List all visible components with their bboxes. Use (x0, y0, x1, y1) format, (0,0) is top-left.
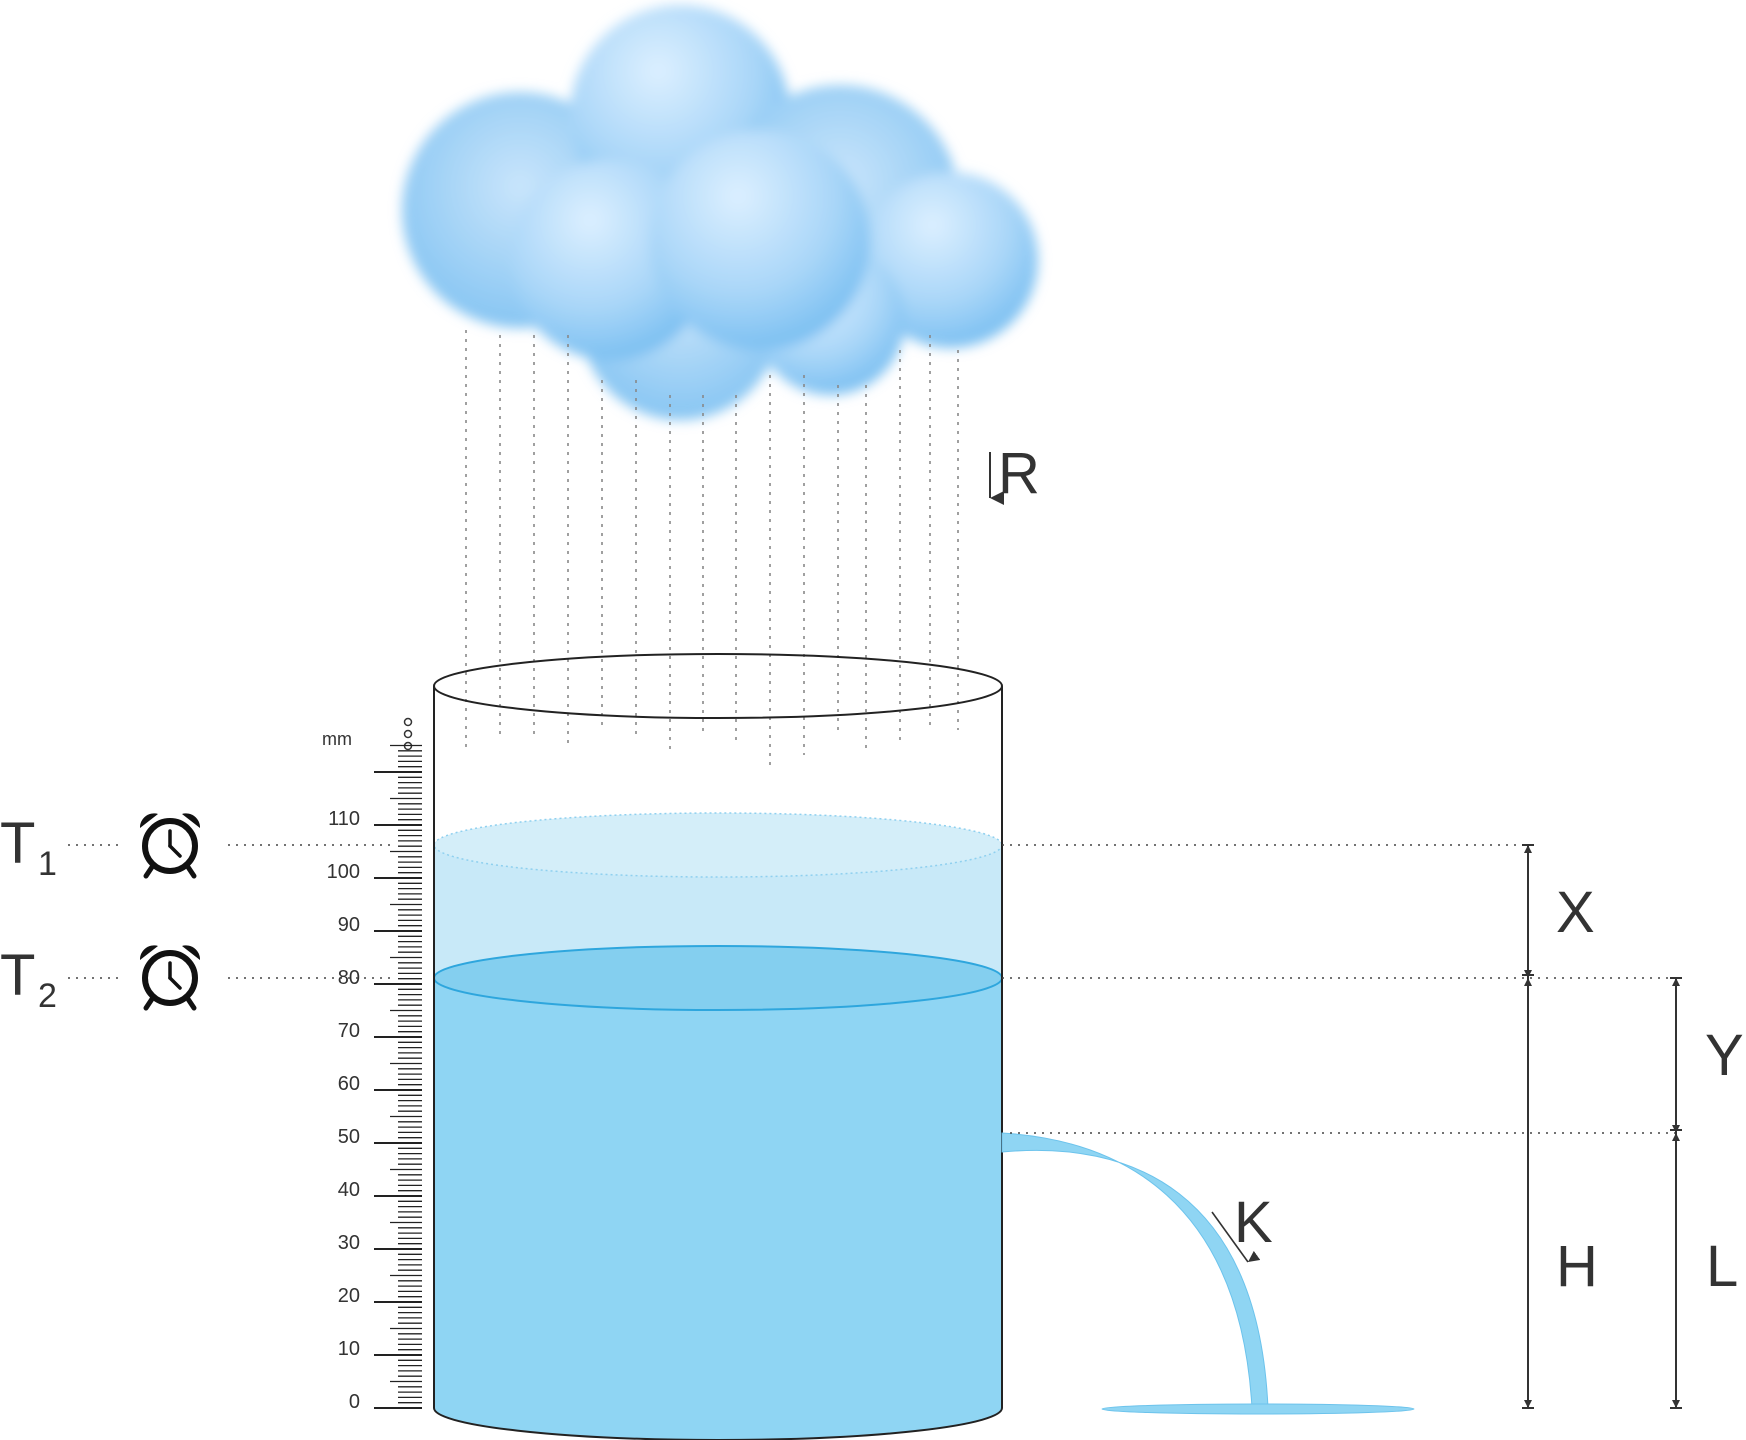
tick-label-30: 30 (338, 1232, 360, 1254)
l-label: L (1706, 1234, 1738, 1299)
tick-label-10: 10 (338, 1338, 360, 1360)
alarm-clock-icon (139, 813, 201, 879)
x-label: X (1556, 880, 1595, 945)
rain-lines (465, 330, 959, 765)
tick-label-70: 70 (338, 1020, 360, 1042)
dimension-l: L (1670, 1133, 1738, 1409)
tick-label-40: 40 (338, 1179, 360, 1201)
t1-subscript: 1 (38, 845, 57, 883)
t2-subscript: 2 (38, 977, 57, 1015)
outflow-label: K (1234, 1190, 1273, 1255)
tick-label-110: 110 (328, 808, 360, 830)
h-label: H (1556, 1234, 1598, 1299)
alarm-clock-icon (139, 945, 201, 1011)
dimension-y: Y (1670, 977, 1744, 1133)
outflow-jet: K (1001, 1132, 1415, 1415)
reference-lines (68, 844, 1676, 1134)
y-label: Y (1705, 1023, 1744, 1088)
t1-timer: T 1 (0, 811, 201, 883)
tick-label-0: 0 (349, 1391, 360, 1413)
tick-label-50: 50 (338, 1126, 360, 1148)
rainfall-indicator: R (989, 441, 1040, 506)
scale-unit-label: mm (322, 729, 352, 749)
scale-ticks (374, 744, 422, 1409)
rain-gauge-container (433, 653, 1003, 1440)
t2-timer: T 2 (0, 943, 201, 1015)
dimension-x: X (1522, 844, 1595, 978)
previous-water-level (433, 812, 1003, 978)
water-body (433, 945, 1003, 1440)
dimension-h: H (1522, 978, 1598, 1409)
t2-label: T (0, 943, 35, 1008)
tick-label-100: 100 (327, 861, 360, 883)
scale-ruler: mm 110 100 90 80 70 60 50 40 30 20 10 0 (322, 717, 422, 1413)
tick-label-20: 20 (338, 1285, 360, 1307)
rainfall-label: R (998, 441, 1040, 506)
tick-label-90: 90 (338, 914, 360, 936)
t1-label: T (0, 811, 35, 876)
cloud-icon (402, 5, 1038, 420)
tick-label-60: 60 (338, 1073, 360, 1095)
